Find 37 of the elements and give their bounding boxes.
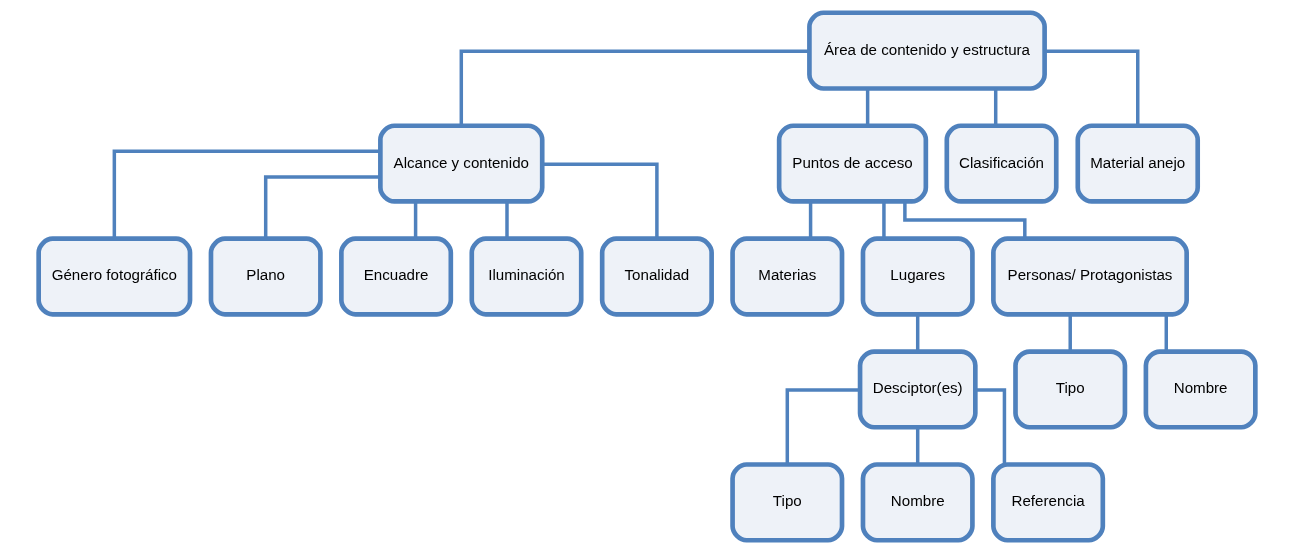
connector [915,314,920,352]
node-box: Alcance y contenido [378,123,545,204]
node-box: Tipo [1013,349,1128,430]
node-box: Material anejo [1075,123,1201,204]
node-box: Materias [730,236,845,317]
node-box: Personas/ Protagonistas [991,236,1189,317]
node-box: Desciptor(es) [857,349,978,430]
connector [903,201,1027,239]
connector [263,175,381,239]
connector [542,162,659,239]
connector [808,201,813,239]
connector [1068,314,1072,352]
node-box: Puntos de acceso [776,123,929,204]
connector [112,149,380,239]
node-box: Tonalidad [599,236,714,317]
node-box: Plano [208,236,323,317]
connector [413,201,418,239]
connector [1044,49,1140,126]
node-box: Iluminación [469,236,584,317]
node-box: Lugares [860,236,975,317]
connector [505,201,509,239]
connector [915,427,920,465]
connector [865,88,870,126]
node-box: Área de contenido y estructura [807,10,1047,91]
connector [882,201,886,239]
node-box: Nombre [1143,349,1258,430]
node-box: Clasificación [944,123,1059,204]
node-box: Referencia [991,462,1106,543]
connector [993,88,998,126]
node-box: Nombre [860,462,975,543]
node-box: Tipo [730,462,845,543]
connector [785,388,860,465]
node-box: Género fotográfico [36,236,193,317]
connector [459,49,810,126]
connector [975,388,1007,465]
connector [1164,314,1168,352]
node-box: Encuadre [339,236,454,317]
